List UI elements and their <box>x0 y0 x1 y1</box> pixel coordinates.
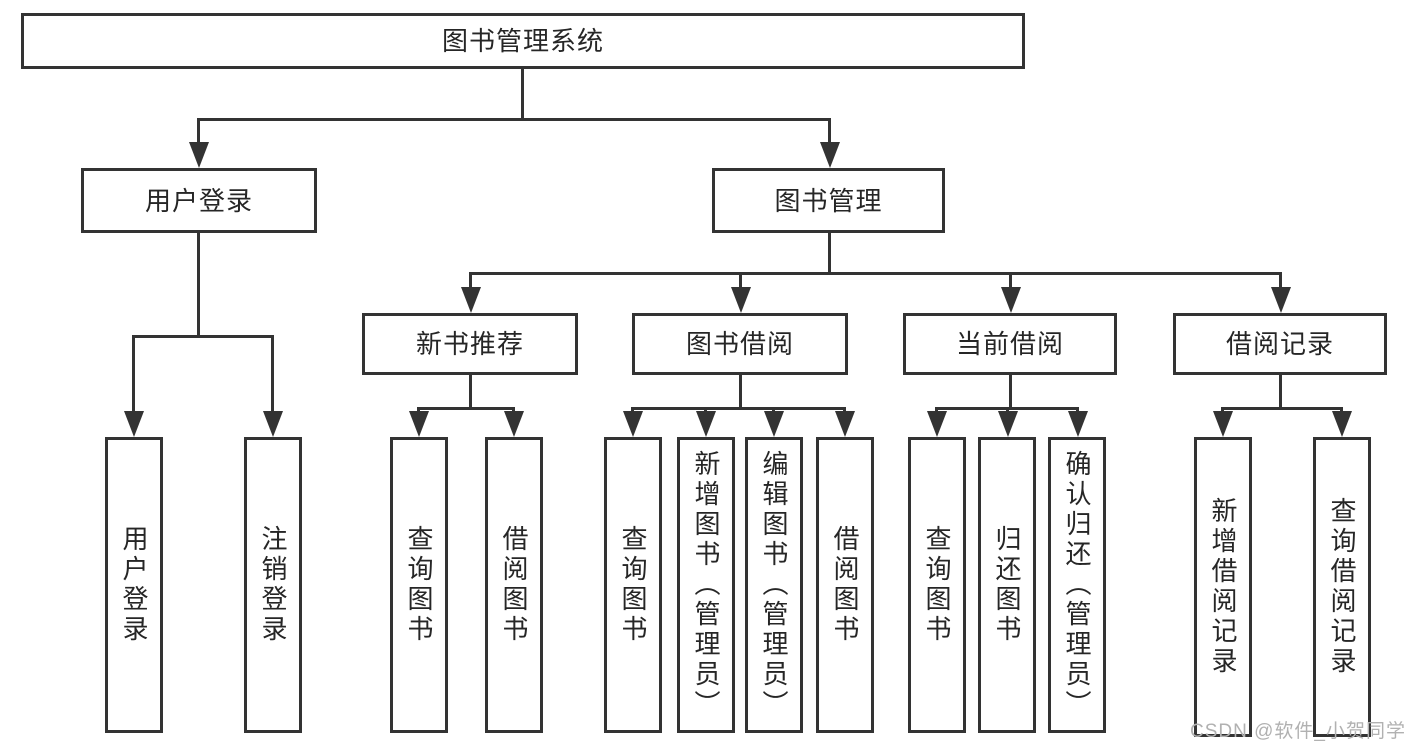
arrow-to-leaf-query-books-1 <box>417 407 420 411</box>
connector-book-borrow-bar <box>631 407 845 410</box>
arrow-to-leaf-confirm-return <box>1076 407 1079 411</box>
leaf-add-book-admin: 新增图书（管理员） <box>677 437 735 733</box>
arrow-to-leaf-add-record <box>1221 407 1224 411</box>
arrow-to-leaf-add-book <box>704 407 707 411</box>
leaf-confirm-return-admin-label: 确认归还（管理员） <box>1062 450 1092 720</box>
connector-borrow-records-stem <box>1279 375 1282 407</box>
node-book-management-label: 图书管理 <box>774 185 883 216</box>
leaf-query-books-3-label: 查询图书 <box>922 525 952 645</box>
leaf-add-borrow-record: 新增借阅记录 <box>1194 437 1252 737</box>
node-book-management: 图书管理 <box>712 168 945 233</box>
arrow-to-leaf-user-login <box>132 335 135 411</box>
arrow-to-leaf-query-books-2 <box>631 407 634 411</box>
leaf-logout-label: 注销登录 <box>258 525 288 645</box>
connector-user-login-bar <box>132 335 274 338</box>
leaf-query-books-3: 查询图书 <box>908 437 966 733</box>
node-user-login-label: 用户登录 <box>144 185 253 216</box>
node-borrow-records: 借阅记录 <box>1173 313 1387 375</box>
leaf-query-borrow-record-label: 查询借阅记录 <box>1327 497 1357 677</box>
leaf-add-borrow-record-label: 新增借阅记录 <box>1208 497 1238 677</box>
connector-book-borrow-stem <box>739 375 742 407</box>
arrow-to-book-management <box>828 118 831 142</box>
leaf-logout: 注销登录 <box>244 437 302 733</box>
leaf-query-books-2: 查询图书 <box>604 437 662 733</box>
arrow-to-book-borrow <box>739 272 742 287</box>
node-book-borrow: 图书借阅 <box>632 313 848 375</box>
node-book-borrow-label: 图书借阅 <box>685 329 794 359</box>
arrow-to-leaf-borrow-books-1 <box>512 407 515 411</box>
arrow-to-current-borrow <box>1009 272 1012 287</box>
connector-current-borrow-stem <box>1009 375 1012 407</box>
arrow-to-borrow-records <box>1279 272 1282 287</box>
node-user-login: 用户登录 <box>81 168 317 233</box>
arrow-to-leaf-return-book <box>1006 407 1009 411</box>
leaf-borrow-books-2: 借阅图书 <box>816 437 874 733</box>
arrow-to-leaf-logout <box>271 335 274 411</box>
node-new-book-recommend: 新书推荐 <box>362 313 578 375</box>
node-current-borrow-label: 当前借阅 <box>955 329 1064 359</box>
leaf-add-book-admin-label: 新增图书（管理员） <box>691 450 721 720</box>
leaf-user-login-label: 用户登录 <box>119 525 149 645</box>
leaf-query-borrow-record: 查询借阅记录 <box>1313 437 1371 737</box>
connector-root-trunk <box>521 69 524 118</box>
connector-borrow-records-bar <box>1221 407 1343 410</box>
leaf-borrow-books-1-label: 借阅图书 <box>499 525 529 645</box>
leaf-borrow-books-2-label: 借阅图书 <box>830 525 860 645</box>
leaf-edit-book-admin-label: 编辑图书（管理员） <box>759 450 789 720</box>
node-root: 图书管理系统 <box>21 13 1025 69</box>
leaf-query-books-1: 查询图书 <box>390 437 448 733</box>
leaf-edit-book-admin: 编辑图书（管理员） <box>745 437 803 733</box>
connector-book-management-stem <box>828 233 831 272</box>
arrow-to-leaf-edit-book <box>772 407 775 411</box>
leaf-query-books-1-label: 查询图书 <box>404 525 434 645</box>
node-root-label: 图书管理系统 <box>441 26 604 56</box>
connector-new-book-bar <box>417 407 515 410</box>
connector-new-book-stem <box>469 375 472 407</box>
arrow-to-user-login <box>197 118 200 142</box>
connector-level2-bar <box>197 118 831 121</box>
arrow-to-leaf-query-books-3 <box>935 407 938 411</box>
connector-user-login-stem <box>197 233 200 335</box>
node-borrow-records-label: 借阅记录 <box>1225 329 1334 359</box>
leaf-return-book-label: 归还图书 <box>992 525 1022 645</box>
leaf-query-books-2-label: 查询图书 <box>618 525 648 645</box>
arrow-to-leaf-query-record <box>1340 407 1343 411</box>
leaf-return-book: 归还图书 <box>978 437 1036 733</box>
leaf-user-login: 用户登录 <box>105 437 163 733</box>
node-current-borrow: 当前借阅 <box>903 313 1117 375</box>
arrow-to-leaf-borrow-books-2 <box>843 407 846 411</box>
connector-level3-bar <box>469 272 1281 275</box>
arrow-to-new-book-recommend <box>469 272 472 287</box>
watermark: CSDN @软件_小贺同学 <box>1190 721 1405 742</box>
node-new-book-recommend-label: 新书推荐 <box>415 329 524 359</box>
leaf-confirm-return-admin: 确认归还（管理员） <box>1048 437 1106 733</box>
leaf-borrow-books-1: 借阅图书 <box>485 437 543 733</box>
